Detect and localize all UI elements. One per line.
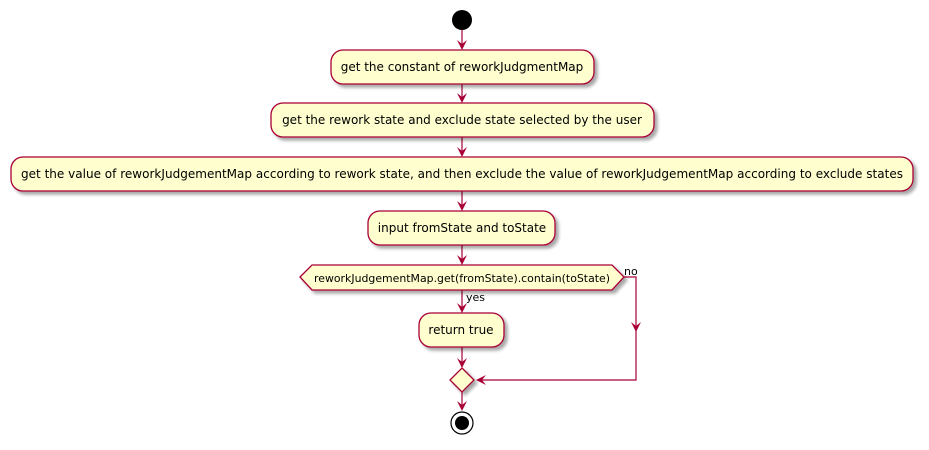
yes-branch-activity	[418, 312, 505, 348]
yes-branch-label: return true	[428, 323, 493, 337]
decision-node	[299, 264, 625, 291]
arrowhead-merge	[457, 358, 467, 368]
start-node	[452, 10, 472, 30]
arrowhead-activity-2	[457, 93, 467, 103]
arrowhead-activity-3	[457, 147, 467, 157]
decision-no-label: no	[624, 265, 638, 278]
activity-3	[10, 156, 914, 192]
activity-1	[330, 49, 595, 85]
arrowhead-decision	[457, 255, 467, 265]
activity-1-label: get the constant of reworkJudgmentMap	[341, 60, 584, 74]
activity-2	[270, 102, 655, 138]
activity-4-label: input fromState and toState	[378, 221, 546, 235]
merge-node	[449, 367, 475, 393]
decision-condition: reworkJudgementMap.get(fromState).contai…	[314, 272, 610, 285]
activity-2-label: get the rework state and exclude state s…	[282, 113, 642, 127]
arrowheads	[457, 40, 641, 411]
activity-3-label: get the value of reworkJudgementMap acco…	[21, 167, 903, 181]
activity-4	[367, 210, 556, 246]
decision-yes-label: yes	[466, 291, 485, 304]
arrowhead-merge-left	[476, 375, 486, 385]
arrowhead-end	[457, 401, 467, 411]
arrowhead-activity-4	[457, 201, 467, 211]
arrowhead-no-branch	[631, 322, 641, 332]
arrowhead-yes-branch	[457, 303, 467, 313]
arrowhead-activity-1	[457, 40, 467, 50]
end-node	[450, 411, 474, 435]
